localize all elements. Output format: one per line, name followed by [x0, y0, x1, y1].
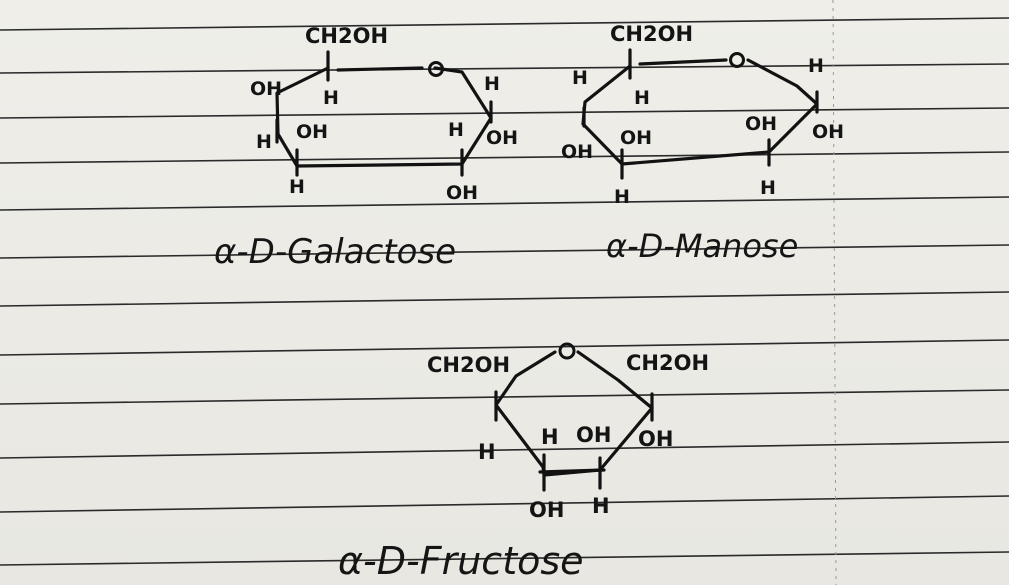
galactose-c3-h-label: H — [256, 131, 272, 153]
mannose-structure: CH2OH H H H OH OH OH OH H H α-D-Manose — [561, 22, 844, 265]
fructose-bottom-h-label: H — [592, 494, 610, 518]
galactose-c4-oh-label: OH — [250, 78, 282, 100]
fructose-bottom-bond — [538, 468, 606, 474]
fructose-left-h-label: H — [478, 440, 496, 464]
fructose-right-oh-label: OH — [638, 427, 673, 451]
galactose-c2-bottom-oh-label: OH — [446, 182, 478, 204]
fructose-left-ch2oh-label: CH2OH — [427, 353, 510, 377]
mannose-c4-h2-label: H — [634, 87, 650, 109]
mannose-c1-h-label: H — [808, 55, 824, 77]
galactose-ch2oh-label: CH2OH — [305, 24, 388, 48]
mannose-ch2oh-label: CH2OH — [610, 22, 693, 46]
mannose-c3-oh-label: OH — [561, 141, 593, 163]
mannose-c2-bottom-h-label: H — [760, 177, 776, 199]
mannose-c2-oh-label: OH — [745, 113, 777, 135]
mannose-name: α-D-Manose — [606, 227, 798, 265]
galactose-c3-oh-label: OH — [296, 121, 328, 143]
galactose-c1-oh-label: OH — [486, 127, 518, 149]
galactose-c3-bottom-h-label: H — [289, 176, 305, 198]
galactose-ring-top-bond — [336, 66, 424, 72]
mannose-c1-oh-label: OH — [812, 121, 844, 143]
galactose-ring-bonds — [275, 66, 493, 168]
mannose-ring-top-bond — [638, 58, 728, 66]
fructose-name: α-D-Fructose — [338, 539, 584, 583]
mannose-c4-h-label: H — [572, 67, 588, 89]
galactose-name: α-D-Galactose — [214, 232, 456, 272]
galactose-c4-h-label: H — [323, 87, 339, 109]
mannose-c3-oh2-label: OH — [620, 127, 652, 149]
galactose-c1-h-label: H — [484, 73, 500, 95]
galactose-c2-h-label: H — [448, 119, 464, 141]
fructose-structure: CH2OH CH2OH H H OH OH OH H α-D-Fructose — [338, 342, 709, 583]
fructose-right-ch2oh-label: CH2OH — [626, 351, 709, 375]
galactose-structure: CH2OH OH H H H OH H OH H OH α-D-Galactos… — [214, 24, 518, 272]
mannose-ring-bonds — [581, 58, 819, 166]
fructose-bottom-oh-label: OH — [529, 498, 564, 522]
mannose-c3-bottom-h-label: H — [614, 186, 630, 208]
fructose-c3-oh-label: OH — [576, 423, 611, 447]
fructose-c4-h-label: H — [541, 425, 559, 449]
